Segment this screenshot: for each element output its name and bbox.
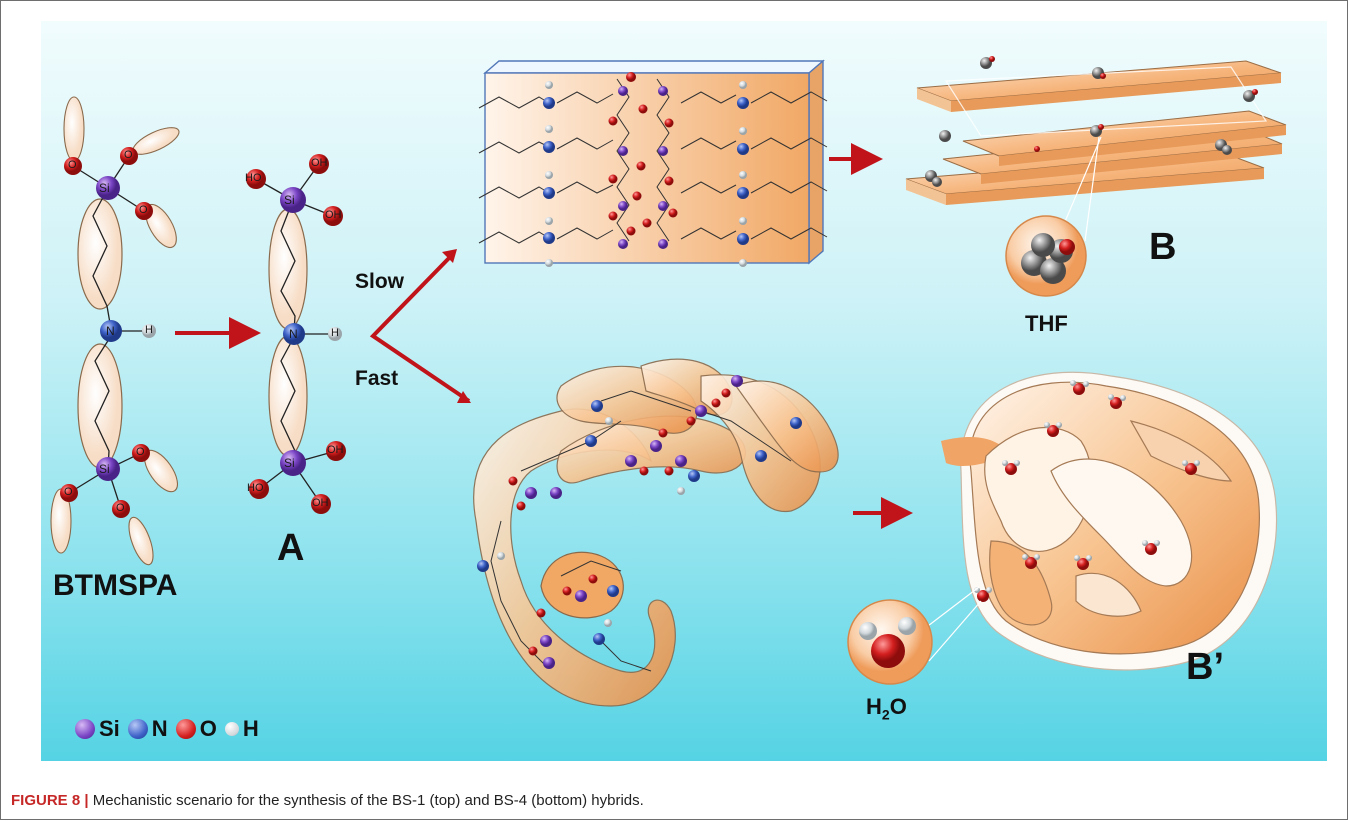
atom-legend: Si N O H xyxy=(75,716,259,742)
label-slow: Slow xyxy=(355,270,404,294)
atom-label-ho-2: HO xyxy=(247,482,264,494)
b-stacked-sheets xyxy=(906,56,1286,296)
label-fast: Fast xyxy=(355,367,398,391)
atom-label-o-4: O xyxy=(136,446,145,458)
legend-item-h: H xyxy=(225,716,259,742)
atom-label-si-1: Si xyxy=(99,181,110,195)
atom-label-oh-4: OH xyxy=(312,497,329,509)
label-thf: THF xyxy=(1025,311,1068,337)
atom-label-n-1: N xyxy=(106,324,115,338)
atom-label-o-2: O xyxy=(124,149,133,161)
legend-item-o: O xyxy=(176,716,217,742)
atom-label-si-2: Si xyxy=(99,462,110,476)
atom-label-o-6: O xyxy=(116,502,125,514)
label-water: H2O xyxy=(866,694,907,722)
caption-text: Mechanistic scenario for the synthesis o… xyxy=(89,792,644,809)
atom-label-h-1: H xyxy=(145,324,153,336)
label-btmspa: BTMSPA xyxy=(53,569,177,603)
legend-item-si: Si xyxy=(75,716,120,742)
atom-label-oh-2: OH xyxy=(325,209,342,221)
lamellar-block xyxy=(479,61,827,267)
tangled-structure xyxy=(474,359,838,706)
h-atom-icon xyxy=(225,722,239,736)
atom-label-o-1: O xyxy=(68,159,77,171)
n-atom-icon xyxy=(128,719,148,739)
o-atom-icon xyxy=(176,719,196,739)
atom-label-oh-1: OH xyxy=(311,157,328,169)
atom-label-si-4: Si xyxy=(284,456,295,470)
atom-label-oh-3: OH xyxy=(327,444,344,456)
figure-number: FIGURE 8 | xyxy=(11,792,89,809)
atom-label-si-3: Si xyxy=(284,193,295,207)
atom-label-n-2: N xyxy=(289,327,298,341)
b-prime-aggregate xyxy=(848,372,1277,684)
atom-label-o-3: O xyxy=(139,204,148,216)
atom-label-h-2: H xyxy=(331,327,339,339)
figure-caption: FIGURE 8 | Mechanistic scenario for the … xyxy=(11,792,644,809)
label-b: B xyxy=(1149,226,1176,269)
atom-label-ho-1: HO xyxy=(245,172,262,184)
label-a: A xyxy=(277,527,304,570)
atom-label-o-5: O xyxy=(64,486,73,498)
label-b-prime: B’ xyxy=(1186,646,1224,689)
si-atom-icon xyxy=(75,719,95,739)
legend-item-n: N xyxy=(128,716,168,742)
